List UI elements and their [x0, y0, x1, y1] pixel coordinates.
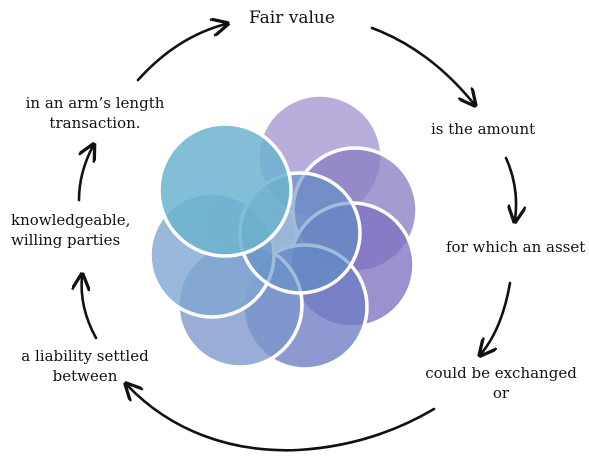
arrow-to-parties — [82, 276, 98, 340]
step-could-be-exchanged: could be exchanged or — [418, 363, 584, 403]
step-could-be-exchanged-line2: or — [492, 384, 510, 402]
step-knowledgeable-parties-line2: willing parties — [11, 231, 121, 249]
step-liability-settled-line2: between — [52, 367, 118, 385]
arrow-to-exchanged — [481, 281, 512, 354]
petal-top-left — [157, 122, 293, 258]
step-arms-length-transaction: in an arm’s length transaction. — [20, 93, 170, 133]
title-fair-value: Fair value — [249, 8, 335, 28]
step-could-be-exchanged-line1: could be exchanged — [425, 364, 577, 382]
arrow-to-amount — [370, 26, 474, 104]
step-knowledgeable-parties: knowledgeable, willing parties — [11, 210, 130, 250]
arrow-to-asset — [504, 156, 516, 220]
step-liability-settled: a liability settled between — [14, 346, 156, 386]
step-is-the-amount: is the amount — [431, 120, 536, 138]
arrow-to-liability — [127, 385, 436, 452]
step-for-which-an-asset: for which an asset — [446, 238, 586, 256]
step-arms-length-transaction-line2: transaction. — [49, 114, 141, 132]
arrow-to-fair-value — [136, 24, 226, 82]
flower-graphic — [148, 95, 422, 370]
arrow-to-transaction — [77, 146, 93, 202]
step-liability-settled-line1: a liability settled — [21, 347, 149, 365]
step-knowledgeable-parties-line1: knowledgeable, — [11, 211, 131, 229]
step-arms-length-transaction-line1: in an arm’s length — [25, 94, 165, 112]
